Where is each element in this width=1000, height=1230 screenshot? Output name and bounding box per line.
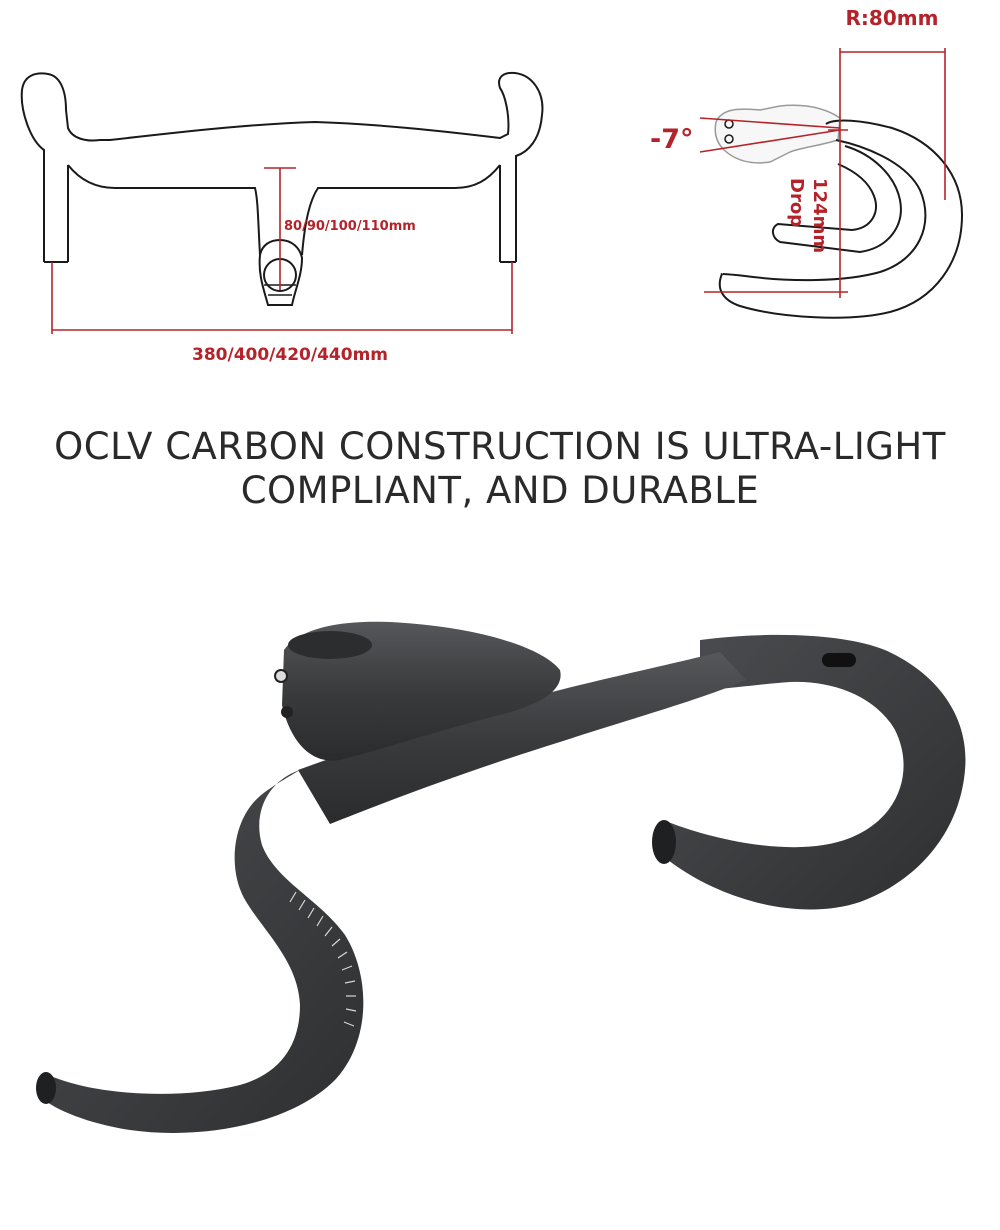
headline-line-1: OCLV CARBON CONSTRUCTION IS ULTRA-LIGHT <box>54 425 946 468</box>
angle-scale-markings <box>289 891 357 1027</box>
faceplate-bolt-bottom <box>281 706 293 718</box>
right-cable-port <box>822 653 856 667</box>
left-drop-section <box>36 770 364 1133</box>
stem-length-label: 80/90/100/110mm <box>284 219 416 234</box>
diagram-area: 80/90/100/110mm 380/400/420/440mm R:80mm… <box>20 6 964 365</box>
right-bar-end <box>652 820 676 864</box>
angle-line-b <box>699 129 841 153</box>
side-stem-ghost-outline <box>714 104 841 164</box>
faceplate-bolt-top <box>274 669 288 683</box>
handlebar-front-inner-outline <box>67 164 501 262</box>
right-drop-section <box>656 634 966 910</box>
drop-value-label: 124mm <box>809 178 830 253</box>
bar-top-section <box>298 652 746 824</box>
front-view-drawing: 80/90/100/110mm 380/400/420/440mm <box>20 71 544 365</box>
width-label: 380/400/420/440mm <box>192 345 388 365</box>
side-stem-bolt-bottom <box>724 134 734 144</box>
angle-line-a <box>699 117 841 129</box>
integrated-handlebar-photo <box>36 621 966 1133</box>
drop-word-label: Drop <box>786 178 807 227</box>
stem-clamp-outline <box>258 238 304 306</box>
handlebar-front-outline <box>20 71 544 262</box>
product-photo <box>36 621 966 1133</box>
side-drop-bar-outer <box>718 119 964 319</box>
headline: OCLV CARBON CONSTRUCTION IS ULTRA-LIGHT … <box>0 425 1000 513</box>
headline-line-2: COMPLIANT, AND DURABLE <box>240 469 760 512</box>
reach-label: R:80mm <box>846 6 939 30</box>
steerer-cap <box>288 631 372 659</box>
side-view-drawing: R:80mm -7° 124mm Drop <box>650 6 964 319</box>
left-bar-end <box>36 1072 56 1104</box>
side-hood-outline <box>772 145 902 254</box>
angle-label: -7° <box>650 124 694 155</box>
side-drop-bar-inner <box>720 139 927 282</box>
